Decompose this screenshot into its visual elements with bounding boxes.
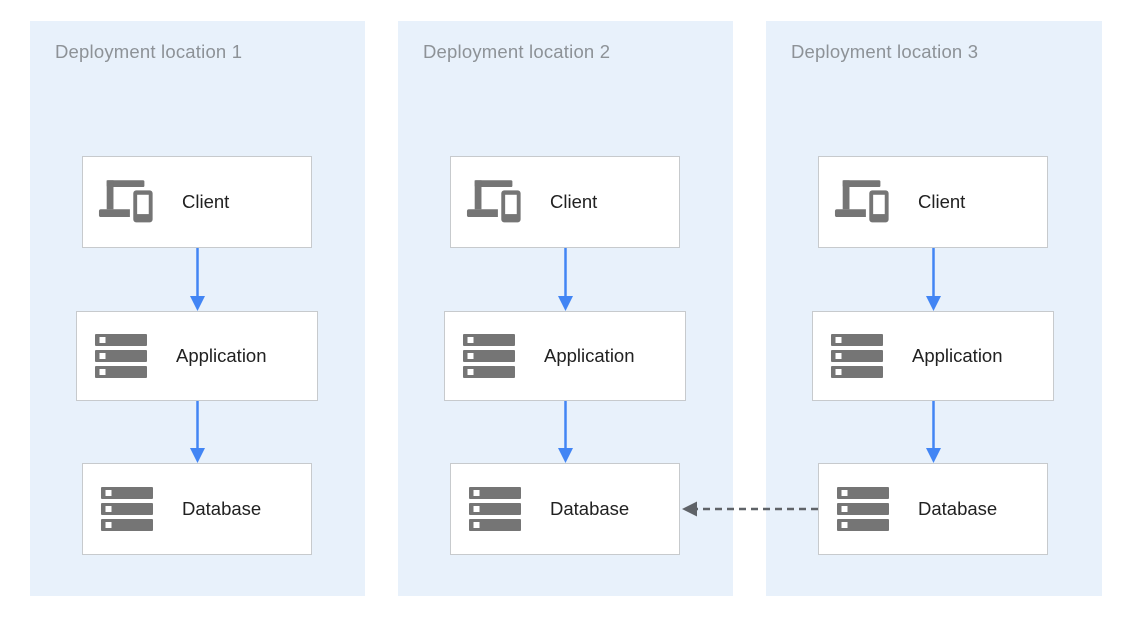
node-label: Client: [182, 191, 230, 212]
server-stack-icon: [92, 334, 150, 378]
node-client: Client: [450, 156, 680, 248]
deployment-location-3-panel: Deployment location 3 Client: [766, 21, 1102, 596]
node-label: Application: [912, 345, 1003, 366]
client-devices-icon: [98, 179, 156, 225]
panel-title: Deployment location 3: [791, 41, 979, 62]
node-label: Application: [176, 345, 267, 366]
node-application: Application: [812, 311, 1054, 401]
node-client: Client: [818, 156, 1048, 248]
panel-title: Deployment location 1: [55, 41, 243, 62]
node-client: Client: [82, 156, 312, 248]
node-application: Application: [444, 311, 686, 401]
server-stack-icon: [828, 334, 886, 378]
node-label: Client: [918, 191, 966, 212]
node-label: Database: [550, 498, 630, 519]
node-application: Application: [76, 311, 318, 401]
deployment-location-2-panel: Deployment location 2 Client: [398, 21, 733, 596]
node-label: Client: [550, 191, 598, 212]
node-label: Database: [918, 498, 998, 519]
client-devices-icon: [466, 179, 524, 225]
node-database: Database: [818, 463, 1048, 555]
node-database: Database: [450, 463, 680, 555]
node-label: Database: [182, 498, 262, 519]
panel-title: Deployment location 2: [423, 41, 611, 62]
server-stack-icon: [834, 487, 892, 531]
server-stack-icon: [466, 487, 524, 531]
node-label: Application: [544, 345, 635, 366]
node-database: Database: [82, 463, 312, 555]
server-stack-icon: [98, 487, 156, 531]
deployment-location-1-panel: Deployment location 1 Client: [30, 21, 365, 596]
client-devices-icon: [834, 179, 892, 225]
server-stack-icon: [460, 334, 518, 378]
